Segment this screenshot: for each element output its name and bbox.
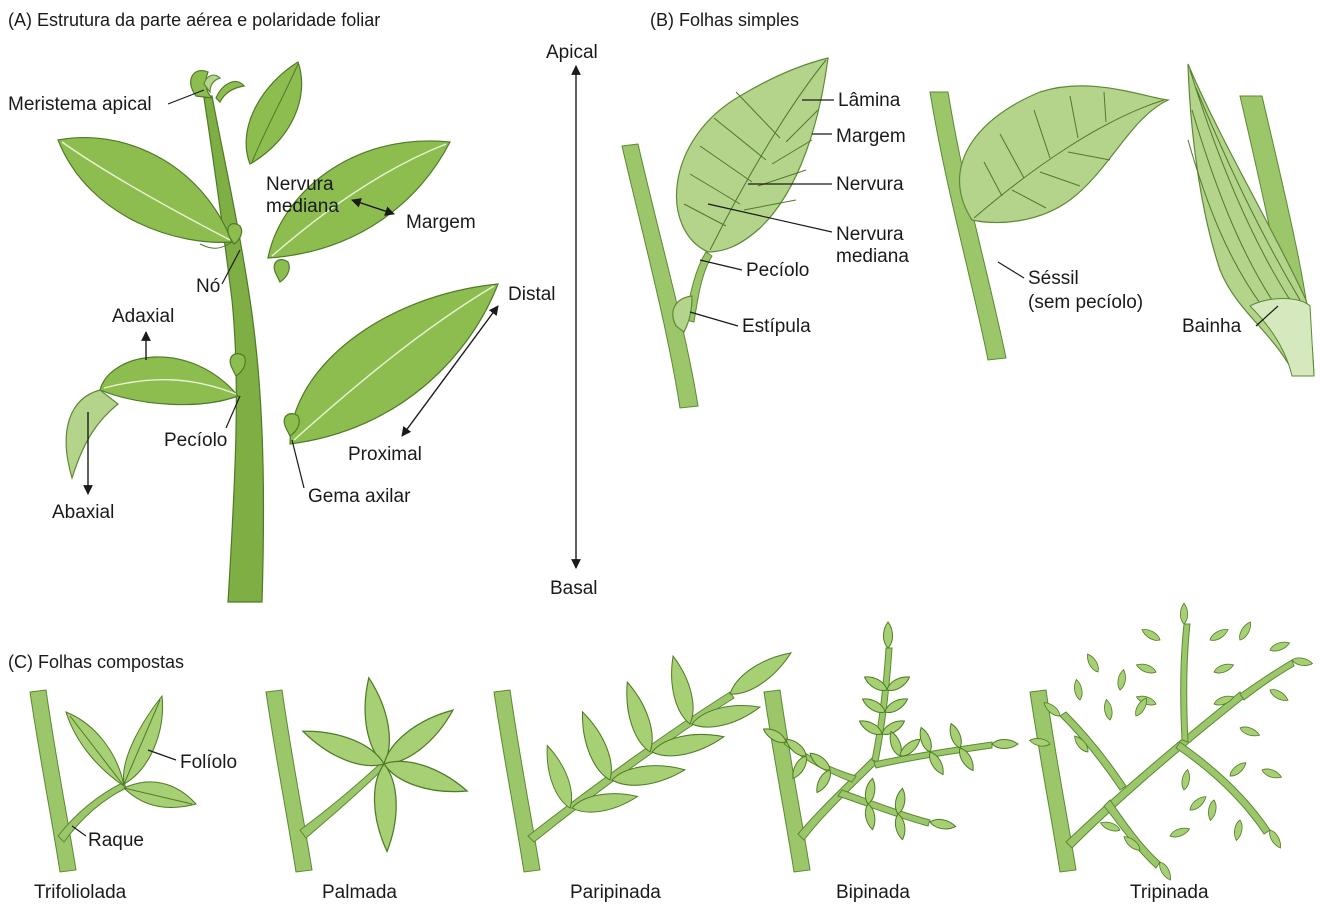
panel-b-title: (B) Folhas simples: [650, 10, 799, 30]
label-proximal: Proximal: [348, 444, 422, 465]
label-sessil-1: Séssil: [1028, 268, 1079, 289]
label-bipinada: Bipinada: [836, 882, 910, 903]
compound-bipinnate: [761, 622, 1018, 872]
label-tripinada: Tripinada: [1130, 882, 1209, 903]
label-peciolo-b: Pecíolo: [746, 260, 809, 281]
label-trifoliolada: Trifoliolada: [34, 882, 127, 903]
panel-a-title: (A) Estrutura da parte aérea e polaridad…: [8, 10, 380, 30]
label-raque: Raque: [88, 830, 144, 851]
left-lower-leaf: [66, 357, 238, 478]
panel-c: (C) Folhas compostas Folíolo Raque: [8, 603, 1313, 903]
label-palmada: Palmada: [322, 882, 397, 903]
label-nervura-b: Nervura: [836, 174, 904, 195]
label-gema: Gema axilar: [308, 486, 411, 507]
label-nervura-a1: Nervura: [266, 174, 334, 195]
apical-basal-axis: Apical Basal: [546, 42, 598, 599]
label-apical: Apical: [546, 42, 598, 63]
petiolate-leaf: [622, 58, 828, 408]
label-paripinada: Paripinada: [570, 882, 661, 903]
label-nervura-med-b1: Nervura: [836, 224, 904, 245]
right-lower-leaf: [290, 284, 498, 444]
panel-a: (A) Estrutura da parte aérea e polaridad…: [8, 10, 556, 602]
label-nervura-med-b2: mediana: [836, 246, 909, 267]
label-estipula: Estípula: [742, 316, 811, 337]
left-upper-leaf: [58, 138, 232, 249]
main-stem: [204, 96, 264, 602]
apical-meristem-bud: [191, 71, 244, 102]
label-meristema: Meristema apical: [8, 94, 152, 115]
label-foliolo: Folíolo: [180, 752, 237, 773]
label-sessil-2: (sem pecíolo): [1028, 292, 1143, 313]
label-no: Nó: [196, 276, 220, 297]
label-peciolo-a: Pecíolo: [164, 430, 227, 451]
label-margem-b: Margem: [836, 126, 906, 147]
label-nervura-a2: mediana: [266, 196, 339, 217]
panel-c-title: (C) Folhas compostas: [8, 652, 184, 672]
label-abaxial: Abaxial: [52, 502, 114, 523]
upper-leaf: [246, 62, 302, 164]
compound-tripinnate: [1029, 603, 1313, 882]
compound-paripinnate: [494, 645, 796, 872]
sessile-leaf: [930, 86, 1168, 360]
panel-b: (B) Folhas simples Lâmina Margem Nervura…: [622, 10, 1314, 408]
label-margem-a: Margem: [406, 212, 476, 233]
label-lamina: Lâmina: [838, 90, 901, 111]
label-adaxial: Adaxial: [112, 306, 174, 327]
label-basal: Basal: [550, 578, 598, 599]
compound-palmate: [266, 676, 471, 872]
label-distal: Distal: [508, 284, 556, 305]
label-bainha: Bainha: [1182, 316, 1242, 337]
